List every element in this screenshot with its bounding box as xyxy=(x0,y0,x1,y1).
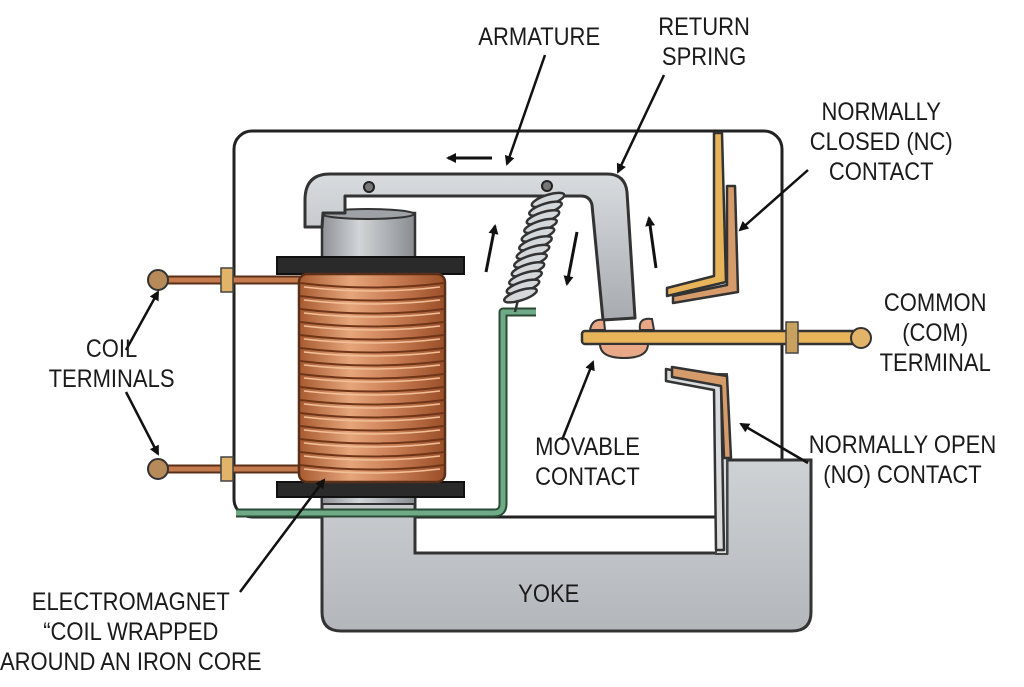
label-return-spring: RETURN SPRING xyxy=(658,13,750,71)
label-movable-contact: MOVABLE CONTACT xyxy=(535,433,640,491)
label-yoke: YOKE xyxy=(518,580,580,608)
yoke xyxy=(320,458,813,633)
pole-plate-top xyxy=(276,256,465,275)
label-armature: ARMATURE xyxy=(478,23,601,51)
common-terminal xyxy=(580,321,872,354)
nc-contact xyxy=(665,131,740,305)
label-no-contact: NORMALLY OPEN (NO) CONTACT xyxy=(808,431,997,489)
leader-lines xyxy=(124,54,809,593)
motion-arrows xyxy=(446,153,658,286)
label-coil-terminals: COIL TERMINALS xyxy=(48,335,175,393)
armature xyxy=(303,172,637,322)
movable-contact xyxy=(588,317,656,360)
iron-core xyxy=(320,211,417,265)
label-common-terminal: COMMON (COM) TERMINAL xyxy=(879,289,991,377)
coil-terminal-wires xyxy=(147,267,320,482)
armature-pivot xyxy=(363,181,375,193)
pole-plate-bottom xyxy=(276,481,465,498)
no-contact xyxy=(664,365,733,552)
return-spring xyxy=(503,191,566,313)
electromagnet-coil xyxy=(297,272,447,484)
label-nc-contact: NORMALLY CLOSED (NC) CONTACT xyxy=(809,98,953,186)
coil-terminal-bottom xyxy=(147,458,169,480)
coil-terminal-top xyxy=(147,269,169,291)
label-electromagnet: ELECTROMAGNET “COIL WRAPPED AROUND AN IR… xyxy=(0,588,262,676)
